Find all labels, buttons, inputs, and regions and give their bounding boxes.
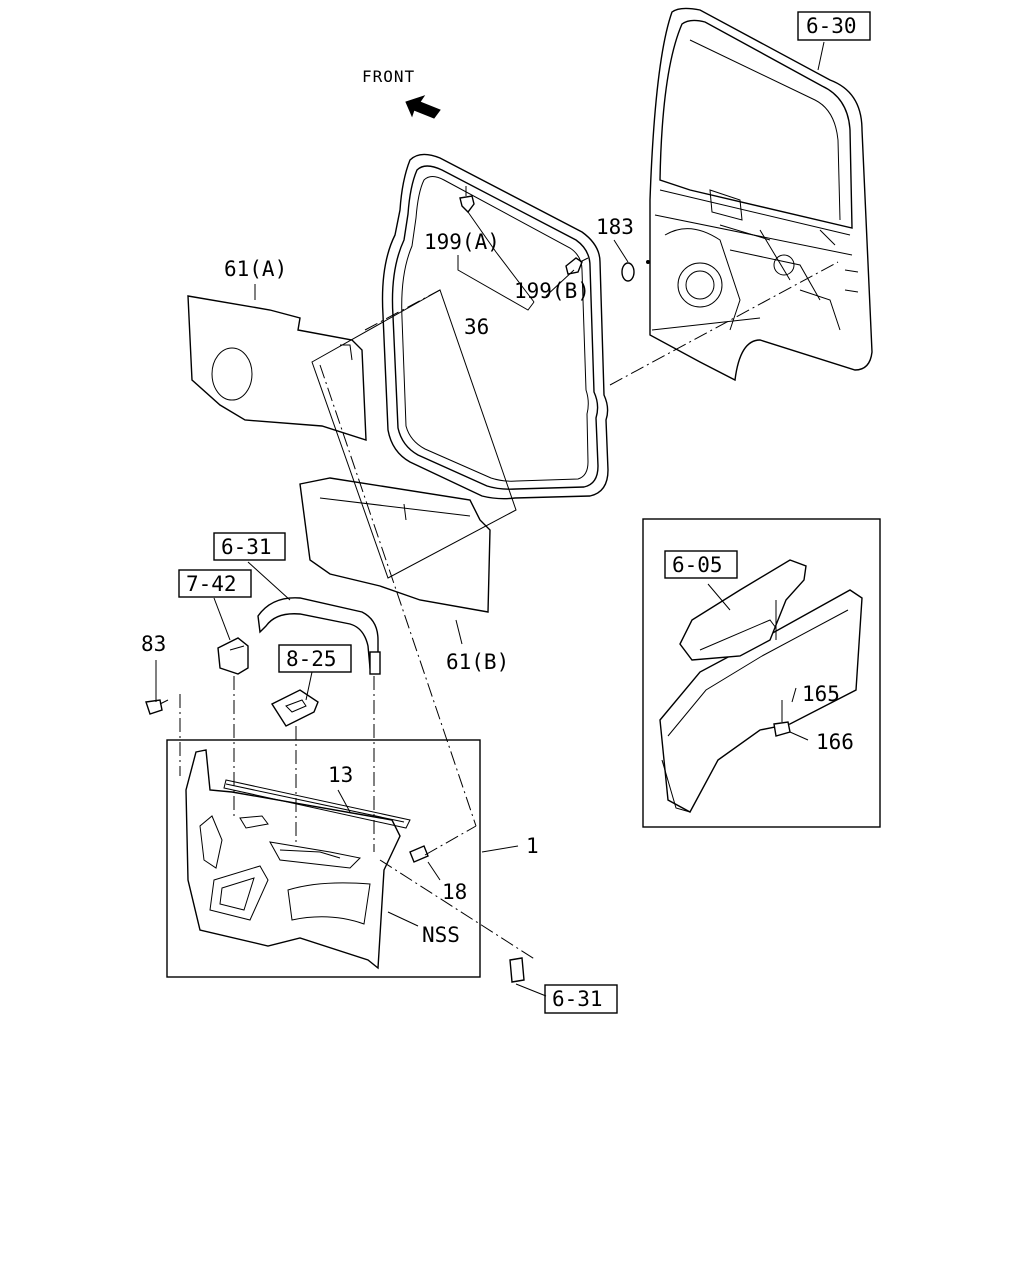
label-199b: 199(B) xyxy=(514,279,590,303)
front-arrow: FRONT xyxy=(362,67,441,119)
switch-7-42 xyxy=(217,637,249,675)
ref-6-31-top: 6-31 xyxy=(213,532,286,561)
ref-8-25-label: 8-25 xyxy=(286,647,337,671)
label-61a: 61(A) xyxy=(224,257,287,281)
weatherstrip-36 xyxy=(381,153,609,500)
label-1: 1 xyxy=(526,834,539,858)
ref-7-42: 7-42 xyxy=(178,569,252,598)
ref-6-31-bottom: 6-31 xyxy=(544,984,618,1014)
ref-6-31-bottom-label: 6-31 xyxy=(552,987,603,1011)
ref-7-42-label: 7-42 xyxy=(186,572,237,596)
assist-grip xyxy=(257,597,381,675)
label-83: 83 xyxy=(141,632,166,656)
ref-6-30-label: 6-30 xyxy=(806,14,857,38)
label-199a: 199(A) xyxy=(424,230,500,254)
cover-cap xyxy=(509,957,525,983)
label-nss: NSS xyxy=(422,923,460,947)
bracket-6-05 xyxy=(679,559,807,661)
label-36: 36 xyxy=(464,315,489,339)
front-arrow-icon xyxy=(405,95,441,119)
fender-inset-box xyxy=(642,518,881,828)
bolt-83 xyxy=(145,699,169,715)
ref-6-05: 6-05 xyxy=(664,550,738,579)
water-shield-61a xyxy=(187,295,367,441)
water-shield-61b xyxy=(299,477,491,613)
trim-assembly-box xyxy=(166,739,481,978)
front-label: FRONT xyxy=(362,67,415,86)
label-165: 165 xyxy=(802,682,840,706)
ref-6-05-label: 6-05 xyxy=(672,553,723,577)
ref-6-31-top-label: 6-31 xyxy=(221,535,272,559)
plug-183 xyxy=(621,262,635,282)
screw-18 xyxy=(409,845,429,863)
ref-8-25: 8-25 xyxy=(278,644,352,673)
label-18: 18 xyxy=(442,880,467,904)
clip-199b xyxy=(565,257,589,275)
label-61b: 61(B) xyxy=(446,650,509,674)
door-frame xyxy=(646,7,873,382)
clip-199a xyxy=(459,186,475,214)
door-trim-panel xyxy=(185,749,411,970)
leader-lines xyxy=(155,41,839,997)
switch-8-25 xyxy=(270,689,319,727)
label-166: 166 xyxy=(816,730,854,754)
label-13: 13 xyxy=(328,763,353,787)
label-183: 183 xyxy=(596,215,634,239)
ref-6-30: 6-30 xyxy=(797,11,871,41)
